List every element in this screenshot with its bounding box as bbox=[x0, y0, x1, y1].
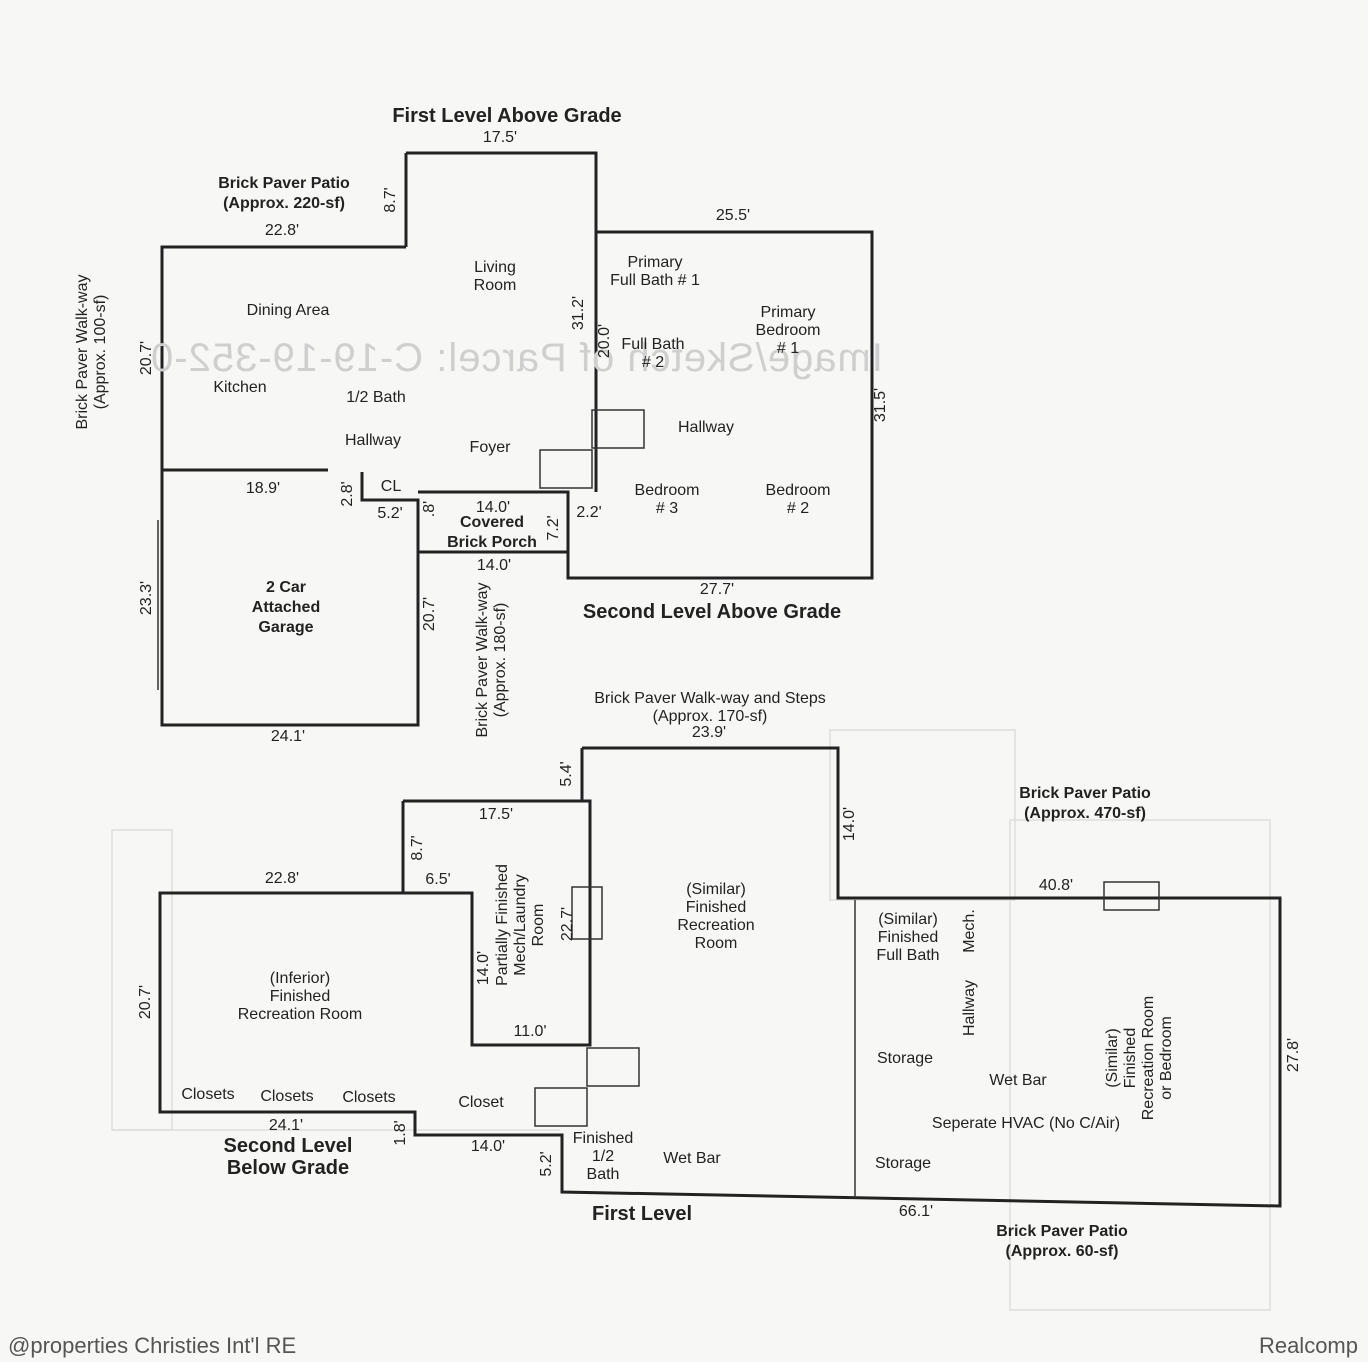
room-full-bath-2: Full Bath # 2 bbox=[621, 336, 685, 371]
room-bedroom-2: Bedroom # 2 bbox=[765, 482, 831, 517]
title-second-level-below-grade: Second Level Below Grade bbox=[223, 1135, 353, 1179]
room-mech-laundry: Partially Finished Mech/Laundry Room bbox=[494, 864, 547, 986]
room-foyer: Foyer bbox=[469, 439, 511, 456]
footer-left-credit: @properties Christies Int'l RE bbox=[8, 1333, 297, 1358]
room-bedroom-3: Bedroom # 3 bbox=[634, 482, 700, 517]
dim-7-2: 7.2' bbox=[545, 515, 562, 541]
dim-6-5: 6.5' bbox=[425, 871, 451, 888]
room-storage-1: Storage bbox=[876, 1050, 934, 1067]
dim-11-0: 11.0' bbox=[513, 1023, 547, 1040]
dim-14-0-porch-top: 14.0' bbox=[475, 499, 511, 516]
room-rec-similar: (Similar) Finished Recreation Room bbox=[677, 881, 755, 952]
room-primary-bath: Primary Full Bath # 1 bbox=[610, 254, 700, 289]
dim-20-0: 20.0' bbox=[596, 323, 613, 359]
room-wet-bar-1: Wet Bar bbox=[663, 1150, 721, 1167]
label-patio-470: Brick Paver Patio (Approx. 470-sf) bbox=[1019, 785, 1151, 822]
dim-1-8: 1.8' bbox=[392, 1120, 409, 1146]
room-hallway-first: Hallway bbox=[344, 432, 402, 449]
dim-20-7-lower: 20.7' bbox=[137, 984, 154, 1020]
footer-right-credit: Realcomp bbox=[1258, 1333, 1358, 1358]
dim-17-5-lower: 17.5' bbox=[478, 806, 514, 823]
room-wet-bar-2: Wet Bar bbox=[989, 1072, 1047, 1089]
room-rec-inferior: (Inferior) Finished Recreation Room bbox=[237, 970, 363, 1023]
dim-22-8-lower: 22.8' bbox=[264, 870, 300, 887]
dim-31-5: 31.5' bbox=[872, 387, 889, 423]
room-dining: Dining Area bbox=[246, 302, 330, 319]
room-living: Living Room bbox=[473, 259, 517, 294]
dim-22-7: 22.7' bbox=[559, 906, 576, 942]
dim-24-1-lower: 24.1' bbox=[268, 1117, 304, 1134]
room-hvac-note: Seperate HVAC (No C/Air) bbox=[931, 1115, 1121, 1132]
room-porch: Covered Brick Porch bbox=[447, 514, 537, 551]
dim-0-8: .8' bbox=[421, 500, 438, 518]
room-hallway-lower: Hallway bbox=[961, 979, 978, 1037]
dim-14-0-lower: 14.0' bbox=[470, 1138, 506, 1155]
dim-27-8: 27.8' bbox=[1285, 1037, 1302, 1073]
label-walkway-170: Brick Paver Walk-way and Steps (Approx. … bbox=[594, 690, 826, 725]
label-walkway-180: Brick Paver Walk-way (Approx. 180-sf) bbox=[474, 582, 509, 738]
room-hallway-second: Hallway bbox=[677, 419, 735, 436]
dim-23-9: 23.9' bbox=[691, 724, 727, 741]
room-closet: Closet bbox=[458, 1094, 504, 1111]
room-closets-3: Closets bbox=[342, 1089, 396, 1106]
dim-27-7: 27.7' bbox=[699, 581, 735, 598]
dim-22-8-top: 22.8' bbox=[264, 222, 300, 239]
faint-background-lines bbox=[111, 729, 1271, 1311]
room-kitchen: Kitchen bbox=[213, 379, 267, 396]
first-level-above-grade-outline bbox=[157, 151, 598, 727]
dim-2-8: 2.8' bbox=[339, 481, 356, 507]
room-primary-bedroom: Primary Bedroom # 1 bbox=[755, 304, 821, 357]
dim-8-7-lower: 8.7' bbox=[409, 835, 426, 861]
dim-5-4: 5.4' bbox=[558, 761, 575, 787]
title-first-level-above-grade: First Level Above Grade bbox=[392, 105, 622, 127]
room-garage: 2 Car Attached Garage bbox=[251, 579, 321, 636]
room-closet-cl: CL bbox=[380, 478, 402, 495]
dim-14-0-porch-bottom: 14.0' bbox=[476, 557, 512, 574]
dim-14-0-mech: 14.0' bbox=[475, 950, 492, 986]
second-level-above-grade-outline bbox=[539, 230, 874, 580]
label-walkway-100: Brick Paver Walk-way (Approx. 100-sf) bbox=[74, 274, 109, 430]
lower-level-outline bbox=[158, 746, 1282, 1208]
title-first-level: First Level bbox=[591, 1203, 693, 1225]
dim-23-3: 23.3' bbox=[138, 580, 155, 616]
dim-8-7-top: 8.7' bbox=[382, 187, 399, 213]
dim-5-2: 5.2' bbox=[377, 505, 403, 522]
room-mech: Mech. bbox=[961, 909, 978, 953]
dim-17-5-top: 17.5' bbox=[482, 129, 518, 146]
room-closets-1: Closets bbox=[181, 1086, 235, 1103]
title-second-level-above-grade: Second Level Above Grade bbox=[582, 601, 842, 623]
dim-5-2-lower: 5.2' bbox=[538, 1151, 555, 1177]
dim-31-2: 31.2' bbox=[570, 295, 587, 331]
room-half-bath-finished: Finished 1/2 Bath bbox=[572, 1130, 634, 1183]
dim-18-9: 18.9' bbox=[245, 480, 281, 497]
room-full-bath-similar: (Similar) Finished Full Bath bbox=[876, 911, 940, 964]
dim-66-1: 66.1' bbox=[898, 1203, 934, 1220]
dim-2-2: 2.2' bbox=[576, 504, 602, 521]
label-patio-220: Brick Paver Patio (Approx. 220-sf) bbox=[218, 175, 350, 212]
room-storage-2: Storage bbox=[874, 1155, 932, 1172]
dim-14-0-rec: 14.0' bbox=[841, 806, 858, 842]
dim-25-5: 25.5' bbox=[715, 207, 751, 224]
room-closets-2: Closets bbox=[260, 1088, 314, 1105]
label-patio-60: Brick Paver Patio (Approx. 60-sf) bbox=[996, 1223, 1128, 1260]
dim-20-7-garage: 20.7' bbox=[421, 596, 438, 632]
dim-20-7-kitchen: 20.7' bbox=[138, 340, 155, 376]
dim-24-1-garage: 24.1' bbox=[270, 728, 306, 745]
dim-40-8: 40.8' bbox=[1038, 877, 1074, 894]
room-half-bath: 1/2 Bath bbox=[346, 389, 406, 406]
room-rec-or-bedroom: (Similar) Finished Recreation Room or Be… bbox=[1104, 995, 1175, 1121]
